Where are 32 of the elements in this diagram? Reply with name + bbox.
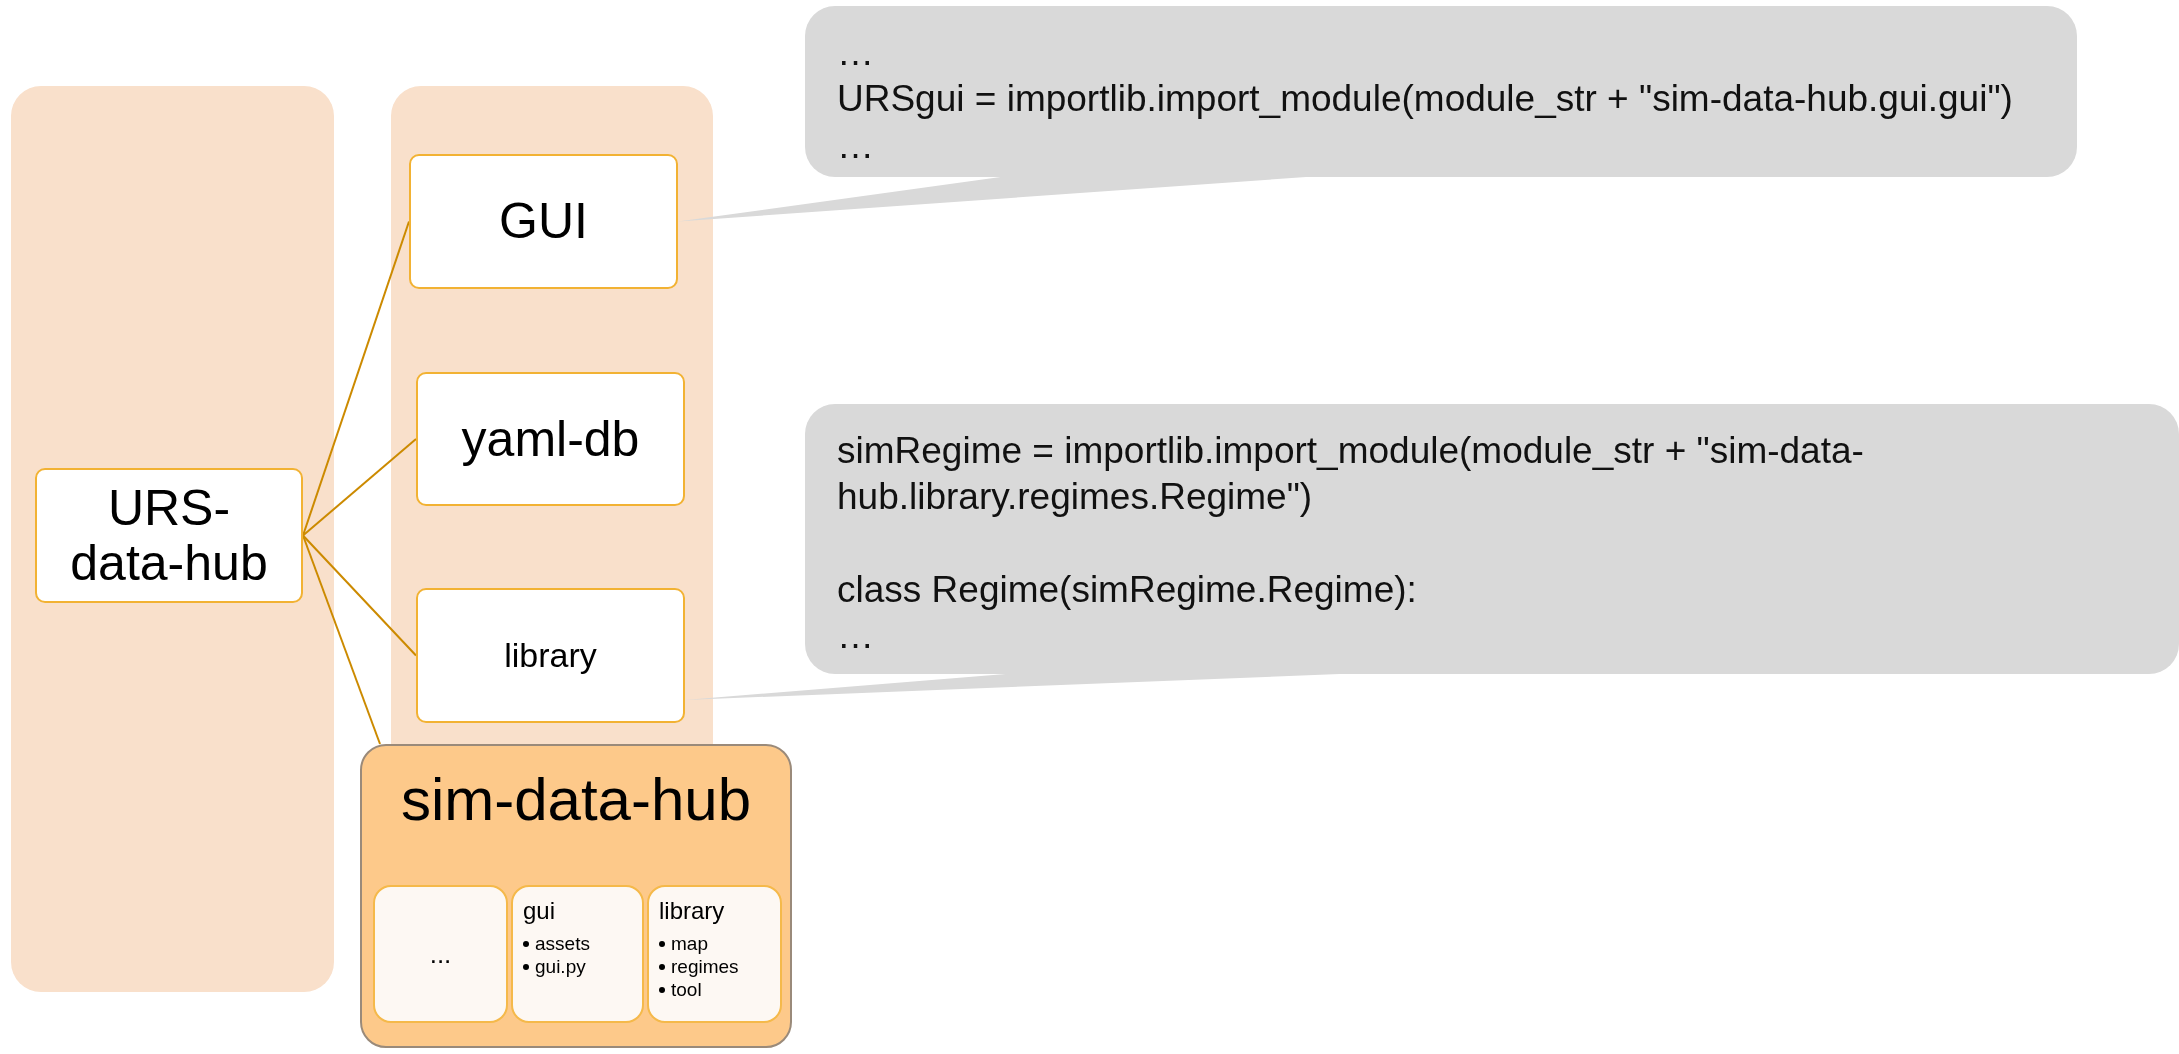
node-label: yaml-db — [461, 409, 640, 469]
list-item: map — [671, 933, 708, 956]
folder-card — [511, 885, 644, 1023]
connector-line — [302, 438, 417, 537]
connector-line — [302, 220, 410, 537]
node-label: URS-data-hub — [69, 480, 269, 591]
code-line: class Regime(simRegime.Regime): — [837, 567, 1418, 612]
code-line: simRegime = importlib.import_module(module_str + "sim-data-hub.library.regimes.Regime") — [837, 429, 1865, 520]
module-box — [409, 154, 678, 289]
node-label: library — [504, 635, 597, 676]
code-line: … — [837, 31, 875, 75]
node-label: sim-data-hub — [400, 770, 752, 830]
folder-card — [647, 885, 782, 1023]
connector-line — [302, 534, 417, 657]
list-item: tool — [671, 978, 702, 1002]
module-box — [35, 468, 303, 603]
module-box — [416, 588, 685, 723]
column-band — [11, 86, 334, 992]
node-label: ... — [429, 937, 452, 971]
list-item: gui.py — [535, 955, 586, 979]
package-box — [360, 744, 792, 1048]
connector-line — [302, 534, 381, 745]
list-item: regimes — [671, 955, 739, 979]
module-box — [416, 372, 685, 506]
code-line: … — [837, 613, 875, 658]
code-line: URSgui = importlib.import_module(module_str + "sim-data-hub.gui.gui") — [837, 77, 2014, 122]
node-label: GUI — [499, 192, 588, 251]
folder-title: library — [659, 896, 725, 926]
folder-title: gui — [523, 896, 556, 926]
list-item: assets — [535, 933, 590, 956]
code-line: … — [837, 123, 875, 168]
folder-card — [373, 885, 508, 1023]
